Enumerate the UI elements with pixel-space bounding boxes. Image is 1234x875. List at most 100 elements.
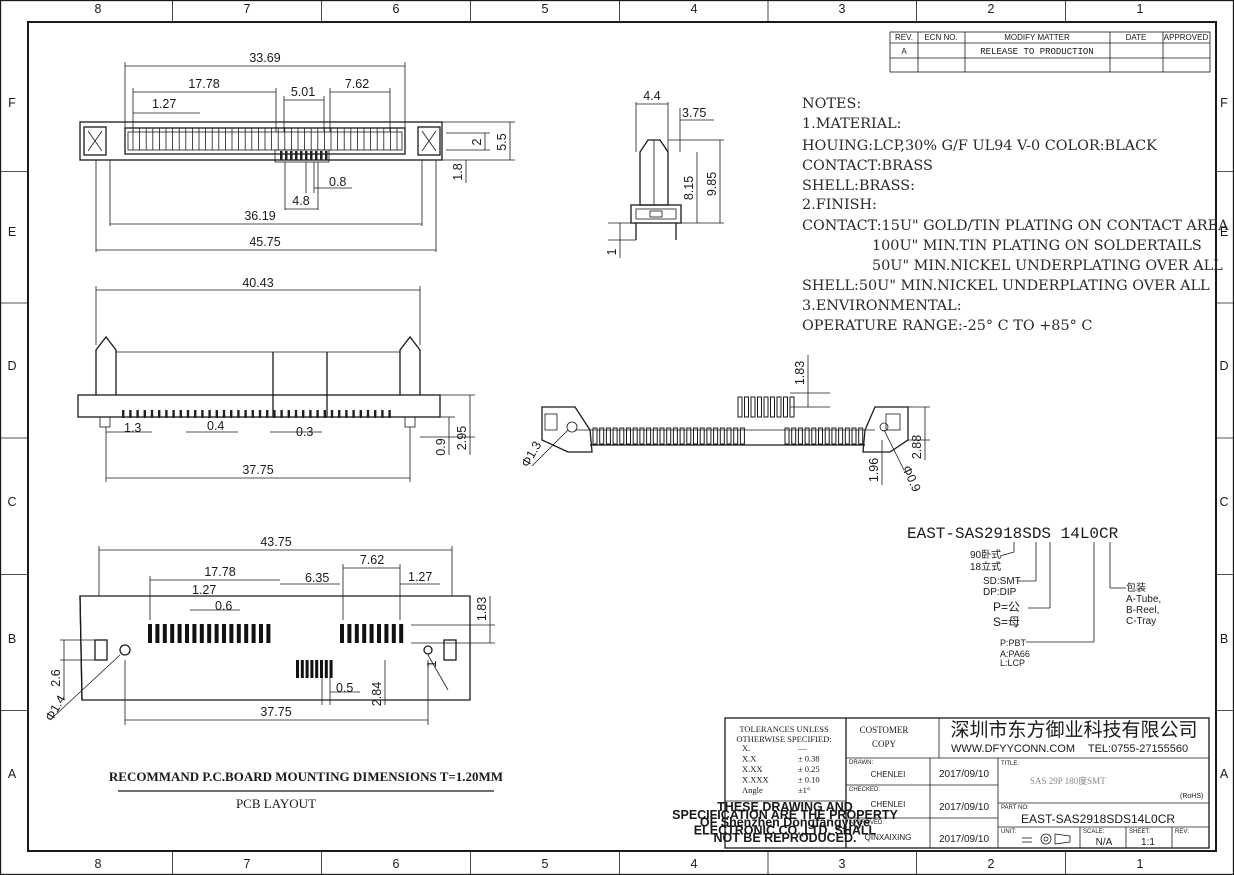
- dim-1-8: 1.8: [451, 163, 465, 180]
- rev-label: REV:: [1175, 829, 1189, 835]
- front-pin: [179, 410, 182, 418]
- pcb-dim-1-83: 1.83: [475, 597, 489, 621]
- company-website: WWW.DFYYCONN.COM: [951, 743, 1075, 755]
- column-label: 5: [542, 857, 549, 871]
- bottom-pin: [811, 427, 817, 445]
- tolerance-value: ± 0.10: [798, 775, 820, 785]
- dim-1-83: 1.83: [793, 361, 807, 385]
- pcb-pad: [155, 624, 160, 643]
- tolerance-key: X.: [742, 743, 750, 753]
- property-note-line: ELECTRONIC CO.,LTD. SHALL: [694, 823, 877, 837]
- pcb-pad: [399, 624, 404, 643]
- scale-label: SCALE:: [1083, 829, 1105, 835]
- bottom-pin: [838, 427, 844, 445]
- front-pin: [215, 410, 218, 418]
- pcb-pad: [148, 624, 152, 643]
- dim-1-3: 1.3: [124, 421, 141, 435]
- pcb-caption: RECOMMAND P.C.BOARD MOUNTING DIMENSIONS …: [109, 769, 503, 784]
- bottom-pin: [797, 427, 803, 445]
- pcb-pad: [236, 624, 241, 643]
- pcb-pad: [222, 624, 226, 643]
- front-pin: [280, 410, 283, 418]
- approved-date: 2017/09/10: [939, 834, 989, 845]
- opt-material-lcp: L:LCP: [1000, 658, 1025, 668]
- front-pin: [136, 410, 139, 418]
- drawn-label: DRAWN:: [849, 760, 873, 766]
- bottom-pin: [693, 427, 698, 445]
- pcb-small-pad: [329, 660, 333, 678]
- front-pin: [165, 410, 168, 418]
- pcb-pad: [340, 624, 344, 643]
- column-label: 7: [244, 2, 251, 16]
- approved-header: APPROVED: [1164, 33, 1209, 42]
- opt-packing-title: 包装: [1126, 581, 1146, 594]
- bottom-pin: [726, 427, 732, 445]
- dim-17-78: 17.78: [188, 77, 219, 91]
- column-label: 3: [839, 857, 846, 871]
- dim-45-75: 45.75: [249, 235, 280, 249]
- row-label: B: [8, 632, 16, 646]
- property-note-line: SPECIFICATION ARE THE PROPERTY: [672, 808, 898, 822]
- pcb-pad: [185, 624, 189, 643]
- dim-2-88: 2.88: [910, 435, 924, 459]
- dim-8-15: 8.15: [682, 176, 696, 200]
- title-label: TITLE:: [1001, 761, 1019, 767]
- tolerance-value: ±1°: [798, 785, 810, 795]
- front-pin: [287, 410, 290, 418]
- opt-mount-smt: SD:SMT: [983, 576, 1021, 587]
- row-label: F: [1220, 96, 1228, 110]
- bottom-pin: [592, 427, 598, 445]
- tail-pin: [285, 151, 288, 160]
- bottom-upper-pin: [744, 396, 749, 418]
- tolerance-key: X.X: [742, 754, 756, 764]
- pcb-pad: [266, 624, 271, 643]
- dim-phi-1-3: Φ1.3: [518, 439, 544, 470]
- part-code-breakdown: EAST-SAS2918SDS 14L0CR 90卧式 18立式 SD:SMT …: [907, 525, 1161, 668]
- pcb-dim-0-6: 0.6: [215, 599, 232, 613]
- part-number: EAST-SAS2918SDS14L0CR: [1021, 812, 1175, 826]
- pcb-layout-view: 43.75 17.78 6.35 7.62 1.27 1.27 0.6 1.83…: [42, 535, 503, 811]
- front-pin: [294, 410, 298, 418]
- pcb-small-pad: [320, 660, 323, 678]
- notes-line-4: SHELL:BRASS:: [802, 178, 915, 194]
- column-label: 4: [691, 857, 698, 871]
- bottom-view: 1.83 1.96 2.88 Φ1.3 Φ0.9: [518, 355, 930, 494]
- dim-0-3: 0.3: [296, 425, 313, 439]
- opt-packing-reel: B-Reel,: [1126, 605, 1159, 616]
- bottom-pin: [612, 427, 618, 445]
- pcb-pad: [362, 624, 367, 643]
- pcb-pad: [347, 624, 352, 643]
- top-view: 33.69 17.78 1.27 5.01 7.62 2 5.5 1.8 0.8…: [79, 51, 515, 252]
- bottom-pin: [666, 427, 672, 445]
- pcb-dim-phi-1-4: Φ1.4: [42, 693, 68, 724]
- front-pin: [381, 410, 384, 418]
- front-pin: [316, 410, 319, 418]
- bottom-pin: [619, 427, 625, 445]
- pcb-dim-1-27-left: 1.27: [192, 583, 216, 597]
- part-code: EAST-SAS2918SDS 14L0CR: [907, 525, 1119, 543]
- front-pin: [345, 410, 348, 418]
- front-pin: [230, 410, 233, 418]
- pcb-pad: [391, 624, 396, 643]
- column-label: 3: [839, 2, 846, 16]
- bottom-upper-pin: [776, 396, 782, 418]
- pcb-dim-7-62: 7.62: [360, 553, 384, 567]
- bottom-pin: [646, 427, 652, 445]
- tail-pin: [315, 151, 318, 160]
- front-view: 40.43 1.3 0.4 0.3 0.9 2.95 37.75: [77, 276, 475, 482]
- column-label: 1: [1137, 857, 1144, 871]
- column-label: 2: [988, 857, 995, 871]
- bottom-pin: [652, 427, 658, 445]
- column-label: 8: [95, 2, 102, 16]
- pcb-pad: [259, 624, 263, 643]
- bottom-pin: [605, 427, 611, 445]
- opt-material-pa66: A:PA66: [1000, 649, 1030, 659]
- pcb-pad: [384, 624, 389, 643]
- dim-0-4: 0.4: [207, 419, 224, 433]
- side-view: 4.4 3.75 8.15 9.85 1: [605, 89, 724, 258]
- matter-value: RELEASE TO PRODUCTION: [980, 47, 1093, 57]
- pcb-pad: [199, 624, 204, 643]
- dim-phi-0-9: Φ0.9: [899, 463, 923, 494]
- front-pin: [122, 410, 125, 418]
